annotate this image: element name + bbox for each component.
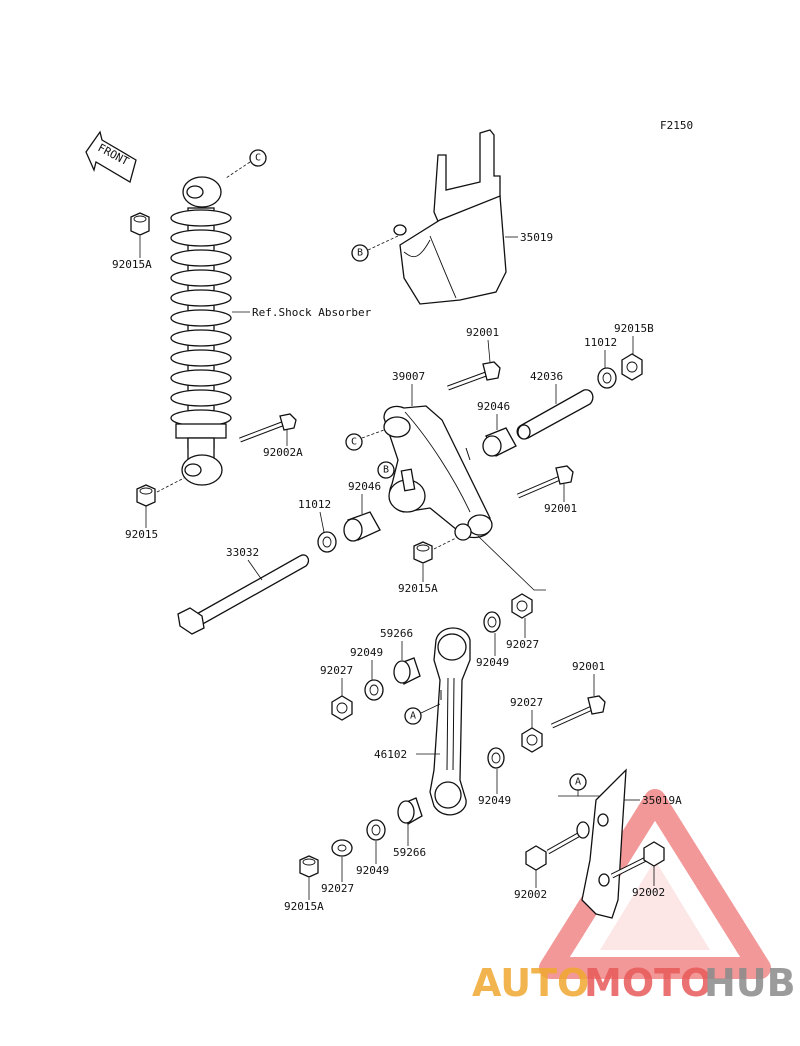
part-number-label: 35019A bbox=[642, 794, 682, 807]
bolt-92002-left bbox=[525, 821, 590, 871]
bolt-92002-right bbox=[610, 841, 665, 879]
part-number-label: 92049 bbox=[356, 864, 389, 877]
svg-text:AUTO: AUTO bbox=[472, 961, 589, 1005]
part-number-label: 92027 bbox=[506, 638, 539, 651]
part-number-label: 92027 bbox=[510, 696, 543, 709]
nut-92015a-mid bbox=[413, 541, 433, 564]
tie-rod-46102 bbox=[429, 627, 471, 816]
svg-text:HUB: HUB bbox=[704, 961, 796, 1005]
pin-b bbox=[400, 468, 416, 492]
svg-text:MOTO: MOTO bbox=[584, 961, 712, 1005]
svg-text:A: A bbox=[410, 711, 416, 722]
front-arrow-icon: FRONT bbox=[85, 130, 137, 183]
part-number-label: 59266 bbox=[380, 627, 413, 640]
bolt-92001-lower bbox=[550, 695, 606, 729]
nut-92015a-lower bbox=[299, 855, 319, 878]
washer-92049-lower-right bbox=[487, 747, 505, 769]
nut-92015b bbox=[621, 353, 643, 381]
nut-92015a-top bbox=[130, 212, 150, 236]
svg-text:A: A bbox=[575, 777, 581, 788]
callout-c-top bbox=[249, 149, 267, 167]
part-number-label: 46102 bbox=[374, 748, 407, 761]
part-number-label: 35019 bbox=[520, 231, 553, 244]
guard-35019 bbox=[399, 129, 507, 305]
collar-42036 bbox=[516, 389, 594, 440]
part-number-label: 11012 bbox=[584, 336, 617, 349]
callout-c-rocker bbox=[345, 433, 363, 451]
seal-11012-top bbox=[597, 367, 617, 389]
nut-92015 bbox=[136, 484, 156, 507]
part-number-label: 39007 bbox=[392, 370, 425, 383]
bushing-92046-mid bbox=[343, 511, 381, 542]
bolt-92001-top bbox=[447, 361, 501, 391]
watermark-text: AUTO MOTO HUB bbox=[472, 961, 796, 1005]
svg-text:B: B bbox=[383, 465, 389, 476]
nut-92027-upper-right bbox=[511, 593, 533, 619]
washer-92049-upper-right bbox=[483, 611, 501, 633]
nut-92027-upper-left bbox=[331, 695, 353, 721]
ref-shock-absorber-label: Ref.Shock Absorber bbox=[252, 306, 372, 319]
svg-text:B: B bbox=[357, 248, 363, 259]
rocker-arm-39007 bbox=[383, 405, 493, 541]
bolt-92002a bbox=[239, 413, 297, 443]
part-number-label: 59266 bbox=[393, 846, 426, 859]
callout-a-rod bbox=[404, 707, 422, 725]
shock-absorber bbox=[170, 176, 232, 486]
part-number-label: 92027 bbox=[320, 664, 353, 677]
svg-text:C: C bbox=[255, 153, 261, 164]
part-number-label: 92001 bbox=[572, 660, 605, 673]
part-number-label: 92001 bbox=[466, 326, 499, 339]
part-number-label: 92001 bbox=[544, 502, 577, 515]
part-number-label: 92046 bbox=[477, 400, 510, 413]
seal-11012-mid bbox=[317, 531, 337, 553]
callout-b-guard bbox=[351, 244, 369, 262]
washer-92027-lower-left bbox=[331, 839, 353, 857]
part-number-label: 92015B bbox=[614, 322, 654, 335]
part-number-label: 92049 bbox=[476, 656, 509, 669]
part-number-label: 92015A bbox=[112, 258, 152, 271]
washer-92049-lower-left bbox=[366, 819, 386, 841]
part-number-label: 92015A bbox=[284, 900, 324, 913]
part-number-label: 92027 bbox=[321, 882, 354, 895]
bolt-92001-mid bbox=[517, 465, 574, 499]
bushing-92046-top bbox=[482, 427, 517, 457]
part-number-label: 92049 bbox=[478, 794, 511, 807]
part-number-label: 92046 bbox=[348, 480, 381, 493]
part-number-label: 92002A bbox=[263, 446, 303, 459]
part-number-label: 92002 bbox=[632, 886, 665, 899]
bushing-59266-upper bbox=[393, 657, 421, 685]
part-number-label: 33032 bbox=[226, 546, 259, 559]
svg-text:C: C bbox=[351, 437, 357, 448]
washer-92049-upper-left bbox=[364, 679, 384, 701]
bushing-59266-lower bbox=[397, 797, 423, 825]
part-number-label: 11012 bbox=[298, 498, 331, 511]
nut-92027-lower-right bbox=[521, 727, 543, 753]
part-number-label: 92049 bbox=[350, 646, 383, 659]
part-number-label: 42036 bbox=[530, 370, 563, 383]
part-number-label: 92015A bbox=[398, 582, 438, 595]
axle-bolt-33032 bbox=[177, 554, 310, 635]
part-number-label: 92002 bbox=[514, 888, 547, 901]
figure-code: F2150 bbox=[660, 119, 693, 132]
callout-b-rocker bbox=[377, 461, 395, 479]
part-number-label: 92015 bbox=[125, 528, 158, 541]
guard-35019a bbox=[581, 768, 627, 919]
